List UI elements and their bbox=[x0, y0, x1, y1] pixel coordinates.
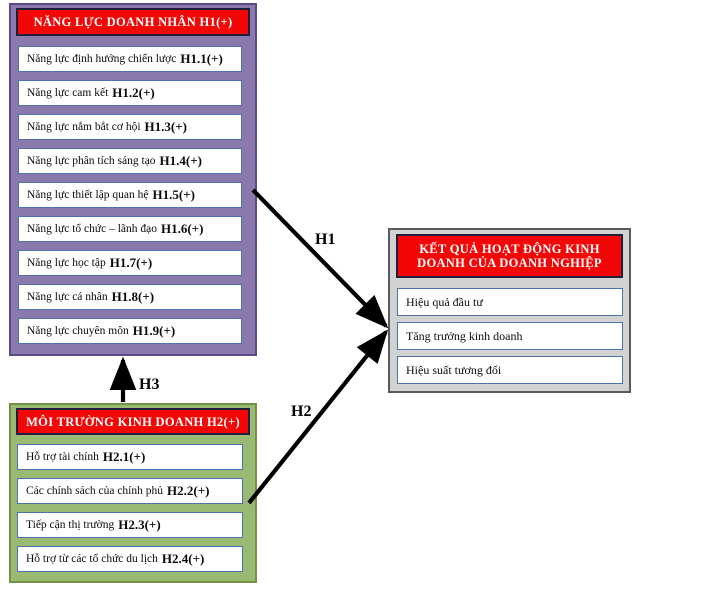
capability-item-5: Năng lực thiết lập quan hệ H1.5(+) bbox=[18, 182, 242, 208]
environment-item-4: Hỗ trợ từ các tổ chức du lịch H2.4(+) bbox=[17, 546, 243, 572]
capability-item-2-text: Năng lực cam kết bbox=[27, 87, 109, 99]
capability-item-3: Năng lực nắm bắt cơ hội H1.3(+) bbox=[18, 114, 242, 140]
result-item-1: Hiệu quả đầu tư bbox=[397, 288, 623, 316]
environment-item-1: Hỗ trợ tài chính H2.1(+) bbox=[17, 444, 243, 470]
capability-item-7: Năng lực học tập H1.7(+) bbox=[18, 250, 242, 276]
capability-item-8-text: Năng lực cá nhân bbox=[27, 291, 108, 303]
environment-item-3-text: Tiếp cận thị trường bbox=[26, 519, 115, 531]
result-item-3-text: Hiệu suất tương đối bbox=[406, 362, 502, 377]
capability-item-2-code: H1.2(+) bbox=[112, 85, 155, 100]
environment-item-2-text: Các chính sách của chính phủ bbox=[26, 485, 163, 497]
capability-item-8: Năng lực cá nhân H1.8(+) bbox=[18, 284, 242, 310]
capability-item-1-text: Năng lực định hướng chiến lược bbox=[27, 53, 177, 65]
capability-item-1-code: H1.1(+) bbox=[180, 51, 223, 66]
arrow-h2 bbox=[247, 329, 389, 505]
environment-item-1-text: Hỗ trợ tài chính bbox=[26, 451, 99, 463]
capability-item-4: Năng lực phân tích sáng tạo H1.4(+) bbox=[18, 148, 242, 174]
environment-item-4-code: H2.4(+) bbox=[161, 551, 205, 566]
environment-item-4-text: Hỗ trợ từ các tổ chức du lịch bbox=[26, 553, 158, 565]
result-item-1-text: Hiệu quả đầu tư bbox=[406, 294, 483, 309]
arrow-h1 bbox=[251, 188, 389, 329]
arrow-label-h3: H3 bbox=[139, 376, 160, 393]
capability-item-3-code: H1.3(+) bbox=[144, 119, 187, 134]
arrow-label-h1: H1 bbox=[315, 231, 336, 248]
capability-group-header: NĂNG LỰC DOANH NHÂN H1(+) bbox=[16, 8, 250, 36]
environment-group-header: MÔI TRƯỜNG KINH DOANH H2(+) bbox=[16, 408, 250, 435]
capability-item-6-text: Năng lực tổ chức – lãnh đạo bbox=[27, 223, 157, 235]
result-item-3: Hiệu suất tương đối bbox=[397, 356, 623, 384]
environment-item-2: Các chính sách của chính phủ H2.2(+) bbox=[17, 478, 243, 504]
capability-item-5-text: Năng lực thiết lập quan hệ bbox=[27, 189, 149, 201]
capability-item-6: Năng lực tổ chức – lãnh đạo H1.6(+) bbox=[18, 216, 242, 242]
capability-item-3-text: Năng lực nắm bắt cơ hội bbox=[27, 121, 141, 133]
environment-item-3: Tiếp cận thị trường H2.3(+) bbox=[17, 512, 243, 538]
capability-item-7-code: H1.7(+) bbox=[109, 255, 153, 270]
capability-item-9: Năng lực chuyên môn H1.9(+) bbox=[18, 318, 242, 344]
result-item-2: Tăng trưởng kinh doanh bbox=[397, 322, 623, 350]
environment-item-1-code: H2.1(+) bbox=[102, 449, 146, 464]
environment-item-2-code: H2.2(+) bbox=[167, 483, 210, 498]
capability-item-5-code: H1.5(+) bbox=[152, 187, 195, 202]
capability-item-8-code: H1.8(+) bbox=[111, 289, 155, 304]
capability-item-7-text: Năng lực học tập bbox=[27, 257, 106, 269]
capability-item-4-code: H1.4(+) bbox=[159, 153, 202, 168]
environment-item-3-code: H2.3(+) bbox=[118, 517, 161, 532]
capability-item-6-code: H1.6(+) bbox=[160, 221, 204, 236]
capability-item-4-text: Năng lực phân tích sáng tạo bbox=[27, 155, 156, 167]
capability-item-2: Năng lực cam kết H1.2(+) bbox=[18, 80, 242, 106]
capability-item-1: Năng lực định hướng chiến lược H1.1(+) bbox=[18, 46, 242, 72]
capability-item-9-code: H1.9(+) bbox=[132, 323, 176, 338]
capability-item-9-text: Năng lực chuyên môn bbox=[27, 325, 129, 337]
arrow-label-h2: H2 bbox=[291, 403, 312, 420]
result-item-2-text: Tăng trưởng kinh doanh bbox=[406, 328, 523, 343]
results-group-header: KẾT QUẢ HOẠT ĐỘNG KINH DOANH CỦA DOANH N… bbox=[396, 234, 623, 278]
